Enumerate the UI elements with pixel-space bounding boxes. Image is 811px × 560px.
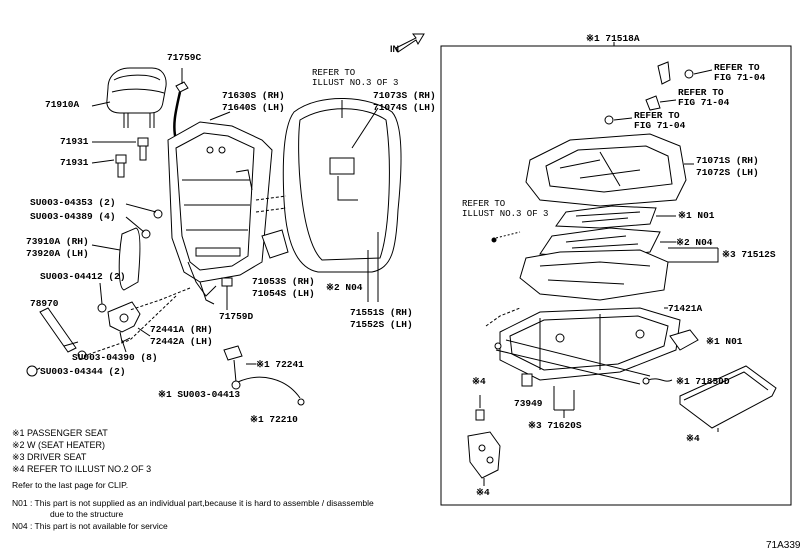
n04-note: N04 : This part is not available for ser…: [12, 521, 168, 531]
front-arrow-label: IN: [390, 44, 399, 54]
label-71072S: 71072S (LH): [696, 167, 759, 178]
legend: ※1 PASSENGER SEAT ※2 W (SEAT HEATER) ※3 …: [12, 427, 151, 475]
diagram-code: 71A339: [766, 540, 801, 551]
label-71630S: 71630S (RH): [222, 90, 285, 101]
clip-note: Refer to the last page for CLIP.: [12, 480, 129, 490]
label-71620S: ※3 71620S: [528, 420, 582, 431]
seat-frame-track: [495, 307, 681, 385]
label-su003-04412: SU003-04412 (2): [40, 271, 126, 282]
label-71054S: 71054S (LH): [252, 288, 315, 299]
label-71931-lower: 71931: [60, 157, 89, 168]
label-71518A: ※1 71518A: [586, 33, 640, 44]
label-su003-04390: SU003-04390 (8): [72, 352, 158, 363]
label-x4-wire: ※4: [686, 433, 700, 444]
refer-fig-3-line1: REFER TO: [634, 110, 680, 121]
label-su003-04344: SU003-04344 (2): [40, 366, 126, 377]
label-71552S: 71552S (LH): [350, 319, 413, 330]
label-su003-04389: SU003-04389 (4): [30, 211, 116, 222]
n01-note-line2: due to the structure: [50, 509, 124, 519]
label-n01-upper: ※1 N01: [678, 210, 715, 221]
label-x4-left: ※4: [472, 376, 486, 387]
label-su003-04413: ※1 SU003-04413: [158, 389, 241, 400]
label-78970: 78970: [30, 298, 59, 309]
label-73949: 73949: [514, 398, 543, 409]
hex-wrench: [39, 307, 79, 353]
label-72241: ※1 72241: [256, 359, 304, 370]
front-direction-arrow: IN: [390, 33, 425, 54]
label-71421A: 71421A: [668, 303, 703, 314]
refer-illust3-right-line1: REFER TO: [462, 199, 506, 209]
n01-note-line1: N01 : This part is not supplied as an in…: [12, 498, 374, 508]
refer-illust3-upper-line2: ILLUST NO.3 OF 3: [312, 78, 399, 88]
refer-fig-1-line2: FIG 71-04: [714, 72, 766, 83]
seatback-frame: [167, 121, 273, 305]
label-73910A: 73910A (RH): [26, 236, 89, 247]
label-72441A: 72441A (RH): [150, 324, 213, 335]
refer-fig-3-line2: FIG 71-04: [634, 120, 686, 131]
label-71850D: ※1 71850D: [676, 376, 730, 387]
headrest: [106, 67, 167, 128]
legend-item: ※4 REFER TO ILLUST NO.2 OF 3: [12, 464, 152, 474]
refer-illust3-right-line2: ILLUST NO.3 OF 3: [462, 209, 549, 219]
refer-fig-2-line2: FIG 71-04: [678, 97, 730, 108]
seat-cushion-assy-bracket: [440, 45, 792, 506]
recliner: [107, 301, 141, 343]
label-72210: ※1 72210: [250, 414, 298, 425]
label-71512S: ※3 71512S: [722, 249, 776, 260]
label-73920A: 73920A (LH): [26, 248, 89, 259]
label-71910A: 71910A: [45, 99, 80, 110]
label-su003-04353: SU003-04353 (2): [30, 197, 116, 208]
label-72442A: 72442A (LH): [150, 336, 213, 347]
label-71073S: 71073S (RH): [373, 90, 436, 101]
label-71640S: 71640S (LH): [222, 102, 285, 113]
label-n04-right: ※2 N04: [676, 237, 713, 248]
legend-item: ※2 W (SEAT HEATER): [12, 440, 106, 450]
label-x4-bottom: ※4: [476, 487, 490, 498]
label-71759D: 71759D: [219, 311, 254, 322]
seatback-cover: [282, 97, 402, 273]
headrest-support: [115, 137, 149, 178]
label-71551S: 71551S (RH): [350, 307, 413, 318]
legend-item: ※1 PASSENGER SEAT: [12, 428, 108, 438]
refer-fig-2-line1: REFER TO: [678, 87, 724, 98]
label-71071S: 71071S (RH): [696, 155, 759, 166]
label-71053S: 71053S (RH): [252, 276, 315, 287]
label-71074S: 71074S (LH): [373, 102, 436, 113]
refer-illust3-upper-line1: REFER TO: [312, 68, 356, 78]
seat-cushion-cover: [525, 133, 687, 207]
label-71759C: 71759C: [167, 52, 202, 63]
legend-item: ※3 DRIVER SEAT: [12, 452, 87, 462]
label-n01-lower: ※1 N01: [706, 336, 743, 347]
label-71931-upper: 71931: [60, 136, 89, 147]
seatback-side-panel: [118, 227, 141, 291]
label-n04-left: ※2 N04: [326, 282, 363, 293]
refer-fig-1-line1: REFER TO: [714, 62, 760, 73]
